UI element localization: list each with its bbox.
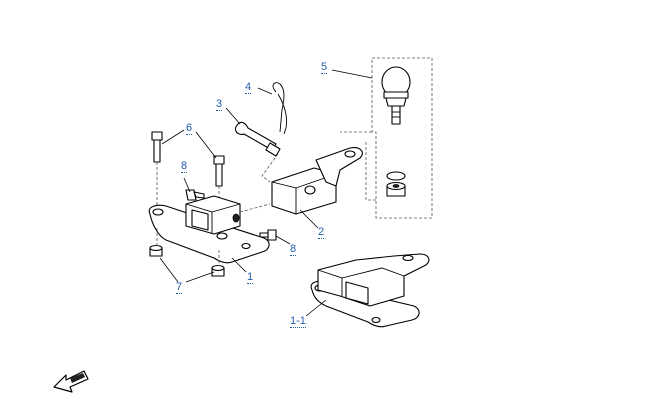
drawbar-part-2 (261, 147, 363, 215)
hitch-pin-clip-part-4 (272, 82, 287, 135)
callout-part-7[interactable]: 7 (176, 281, 183, 294)
callout-part-6[interactable]: 6 (186, 122, 193, 135)
hitch-pin-part-3 (235, 121, 281, 157)
callout-part-8-lower[interactable]: 8 (290, 243, 297, 256)
callout-part-1[interactable]: 1 (247, 271, 254, 284)
hitch-bracket-part-1-1 (310, 253, 430, 328)
hitch-bracket-part-1 (148, 195, 271, 264)
small-bolts-part-8 (185, 189, 277, 241)
callout-part-1-1[interactable]: 1-1 (290, 315, 306, 328)
leader-lines (159, 69, 373, 317)
ball-assembly-group-outline (340, 57, 433, 219)
nuts-part-7 (149, 228, 225, 277)
callout-part-3[interactable]: 3 (216, 98, 223, 111)
callout-part-2[interactable]: 2 (318, 226, 325, 239)
callout-part-8-upper[interactable]: 8 (181, 160, 188, 173)
bolts-part-6 (151, 131, 225, 222)
hitch-ball-part-5 (381, 66, 411, 197)
callout-part-5[interactable]: 5 (321, 61, 328, 74)
callout-part-4[interactable]: 4 (245, 81, 252, 94)
front-direction-arrow-icon (53, 370, 89, 393)
